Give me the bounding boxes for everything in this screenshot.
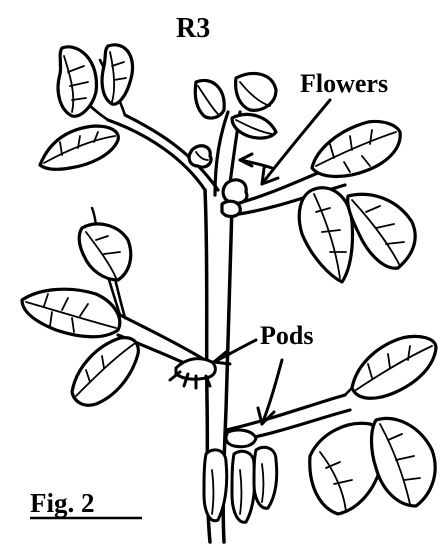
pods-lower-node bbox=[204, 430, 277, 522]
leaf-upper-left-1 bbox=[58, 47, 96, 116]
flower-cluster-2 bbox=[222, 180, 247, 217]
leaf-lower-right-3 bbox=[372, 418, 436, 506]
pods-label: Pods bbox=[260, 321, 313, 350]
leaf-upper-center-1 bbox=[195, 80, 224, 118]
leaf-middle-left-3 bbox=[72, 338, 138, 406]
leaf-upper-left-3 bbox=[40, 126, 118, 169]
flowers-label: Flowers bbox=[300, 69, 388, 98]
leaf-upper-right-1 bbox=[312, 121, 400, 176]
figure-caption: Fig. 2 bbox=[30, 488, 95, 518]
leaf-upper-center-3 bbox=[232, 114, 276, 138]
leaf-upper-right-3 bbox=[348, 194, 415, 268]
pods-middle-node bbox=[170, 359, 215, 388]
leaf-upper-center-2 bbox=[236, 74, 276, 111]
leaf-middle-left-1 bbox=[79, 224, 131, 280]
stage-title: R3 bbox=[176, 13, 210, 44]
leaf-lower-right-1 bbox=[352, 336, 436, 398]
leaf-upper-left-2 bbox=[102, 45, 132, 104]
leaf-upper-right-2 bbox=[299, 188, 352, 282]
flower-cluster-1 bbox=[189, 146, 211, 167]
leaf-middle-left-2 bbox=[22, 289, 120, 337]
